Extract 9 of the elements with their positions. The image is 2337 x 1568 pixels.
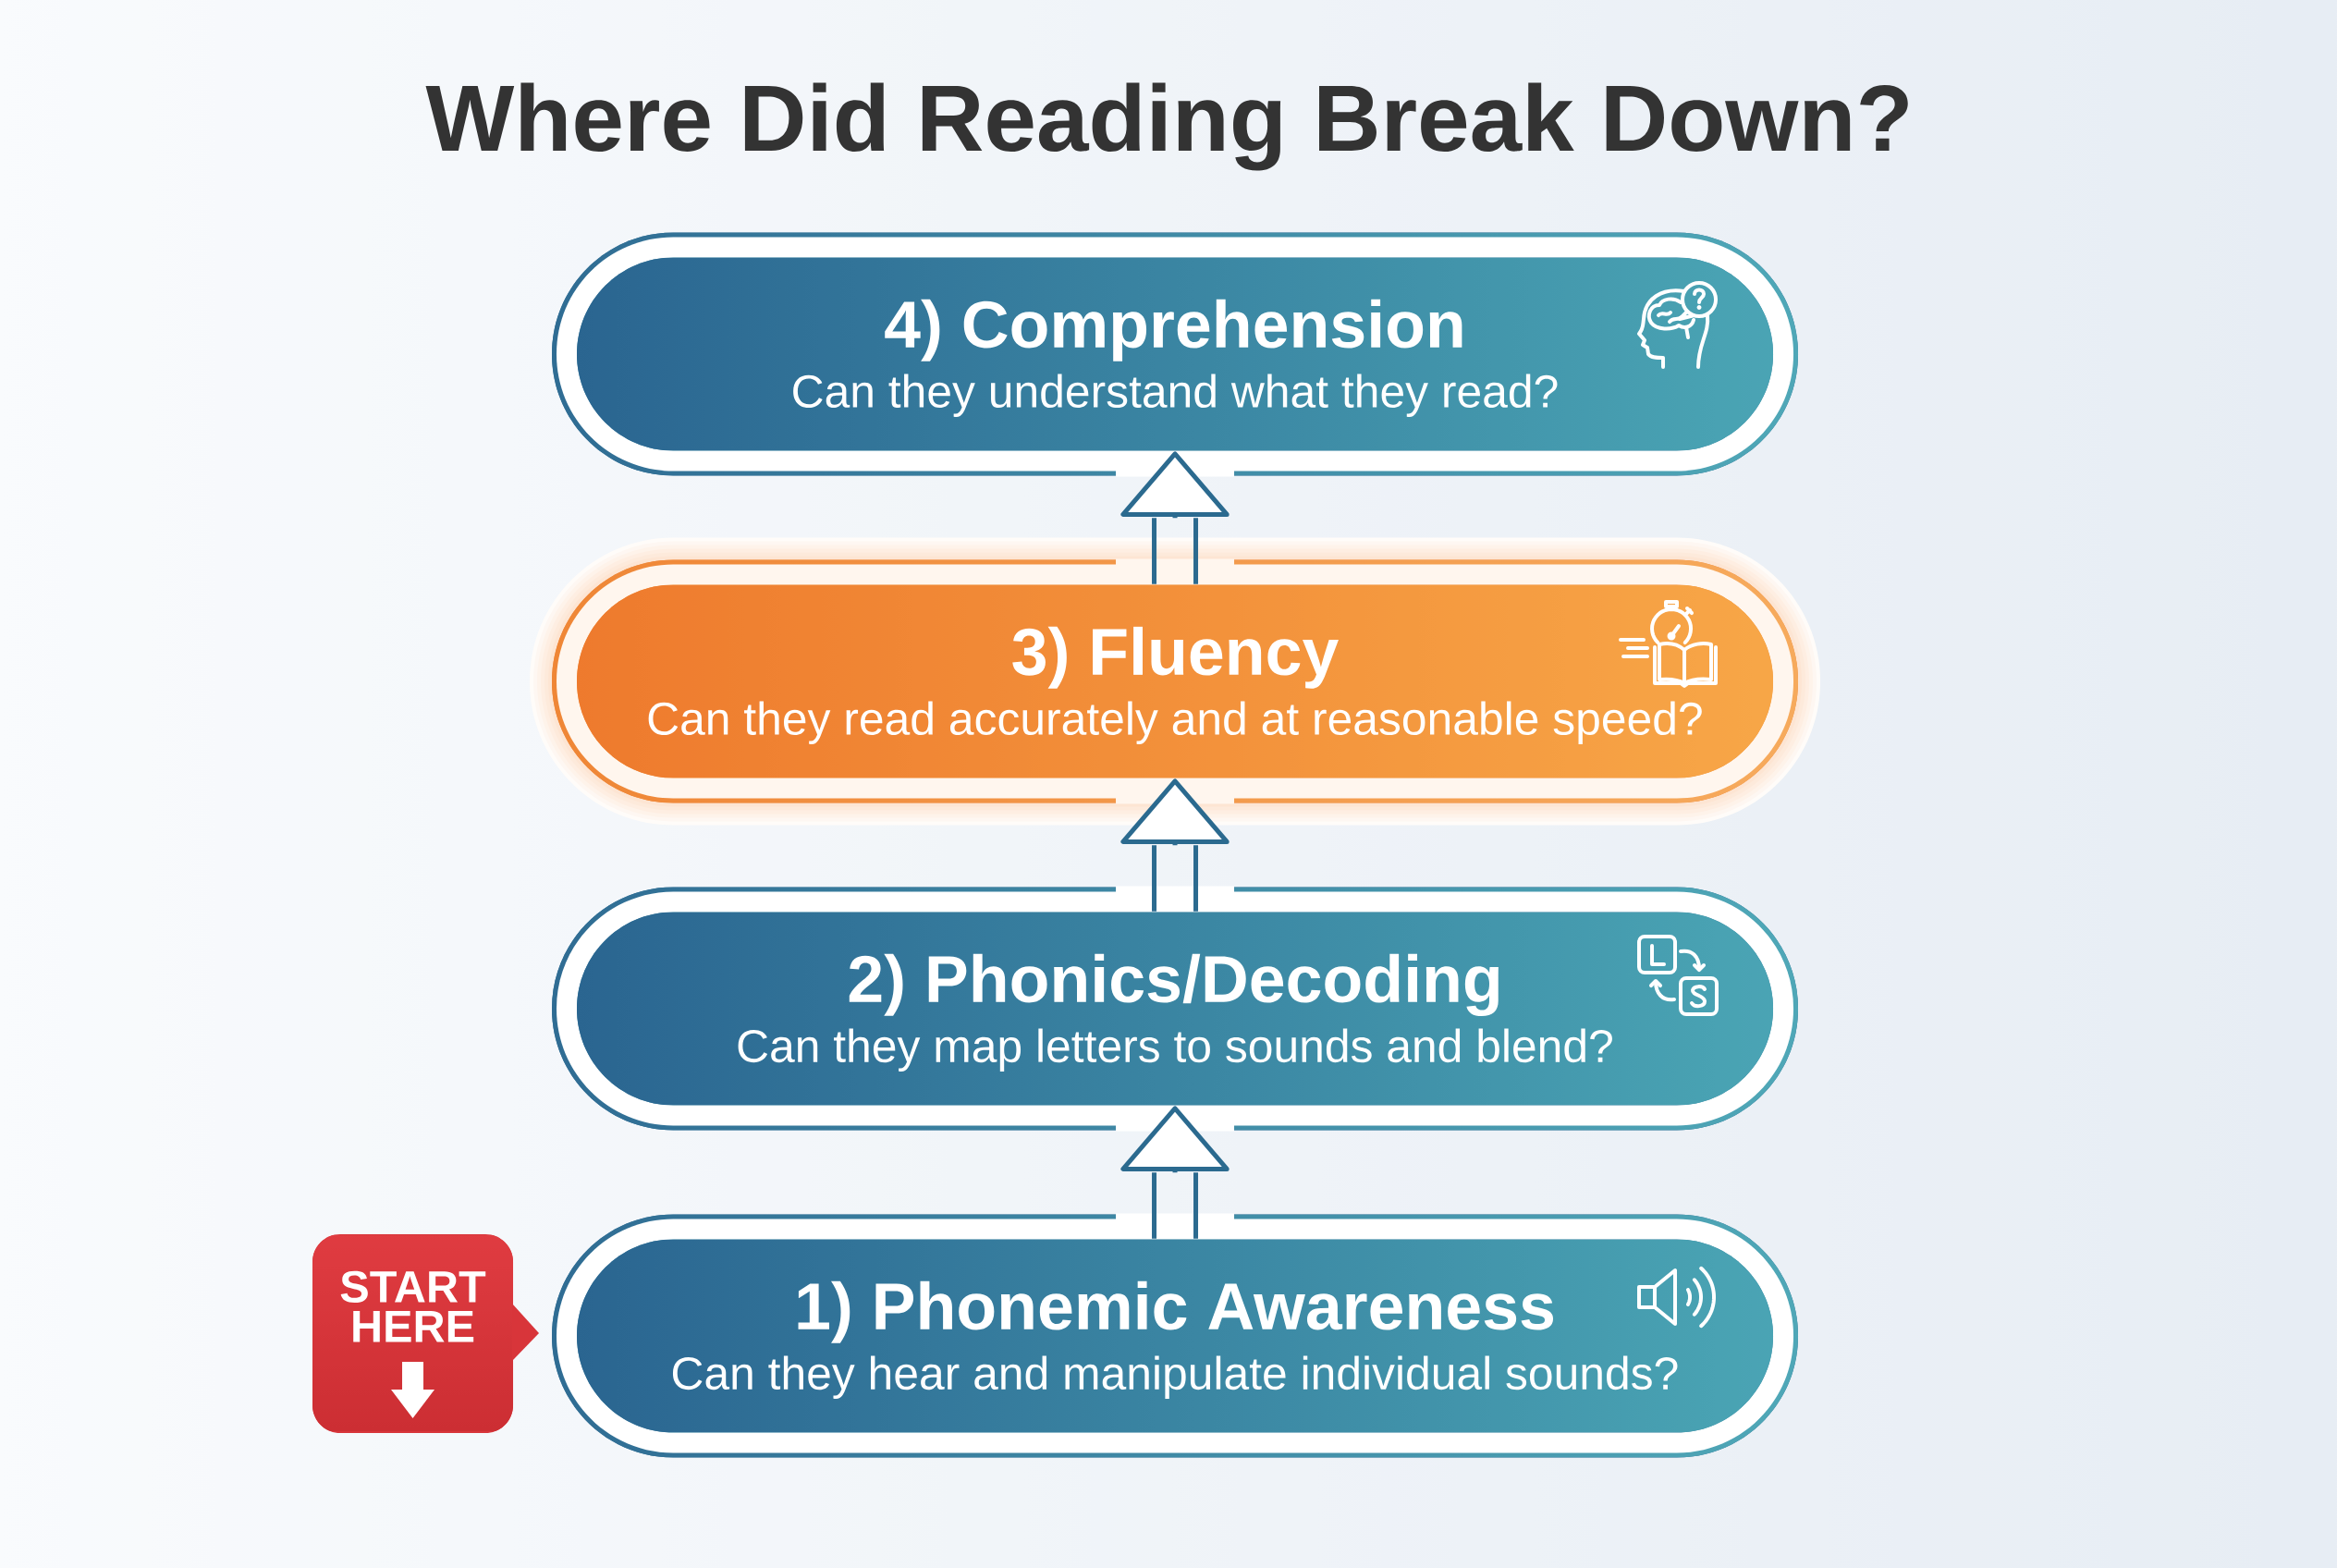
stage-pill: 2) Phonics/Decoding Can they map letters to sounds and blend? xyxy=(577,912,1774,1106)
stage-pill: 1) Phonemic Awareness Can they hear and manipulate individual sounds? xyxy=(577,1239,1774,1433)
stage-pill: 4) Comprehension Can they understand what they read? xyxy=(577,257,1774,451)
arrow xyxy=(1120,778,1230,914)
callout-badge: START HERE xyxy=(312,1234,539,1433)
arrow xyxy=(1120,451,1230,587)
stage-pill: 3) Fluency Can they read accurately and at reasonable speed? xyxy=(577,584,1774,778)
title: Where Did Reading Break Down? xyxy=(425,82,1908,171)
arrow xyxy=(1120,1106,1230,1242)
